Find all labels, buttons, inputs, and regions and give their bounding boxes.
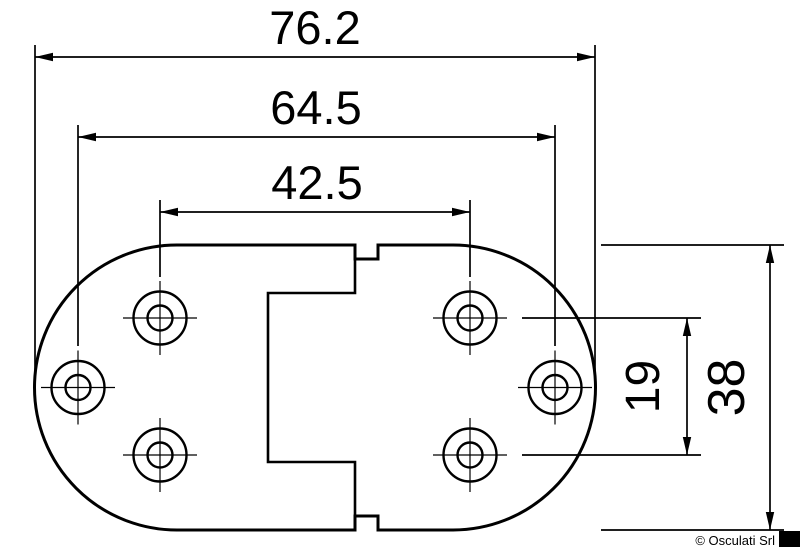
- screw-holes: [41, 281, 592, 492]
- brand-logo-bar: [779, 531, 800, 547]
- hole-top-left: [123, 281, 197, 355]
- hinge-knuckle-joint: [266, 259, 357, 516]
- dim-hole-span-inner: 42.5: [159, 156, 471, 277]
- hole-bottom-left: [123, 418, 197, 492]
- dim-overall-height: 38: [601, 244, 784, 531]
- dim-label-overall-height: 38: [698, 359, 756, 417]
- dim-hole-row-spacing: 19: [522, 317, 701, 456]
- hole-middle-left: [41, 350, 115, 425]
- hole-top-right: [433, 281, 507, 355]
- part-geometry: [32, 243, 598, 532]
- dim-hole-span-outer: 64.5: [77, 81, 556, 346]
- hinge-outline: [32, 243, 598, 532]
- dim-label-hole-row-spacing: 19: [617, 360, 670, 413]
- dim-overall-width: 76.2: [34, 1, 596, 372]
- hole-middle-right: [518, 350, 592, 425]
- watermark-text: © Osculati Srl: [695, 533, 775, 547]
- watermark-group: © Osculati Srl: [695, 531, 800, 547]
- dim-label-hole-span-outer: 64.5: [270, 81, 361, 134]
- dim-label-overall-width: 76.2: [269, 1, 360, 54]
- hole-bottom-right: [433, 418, 507, 492]
- dim-label-hole-span-inner: 42.5: [271, 156, 362, 209]
